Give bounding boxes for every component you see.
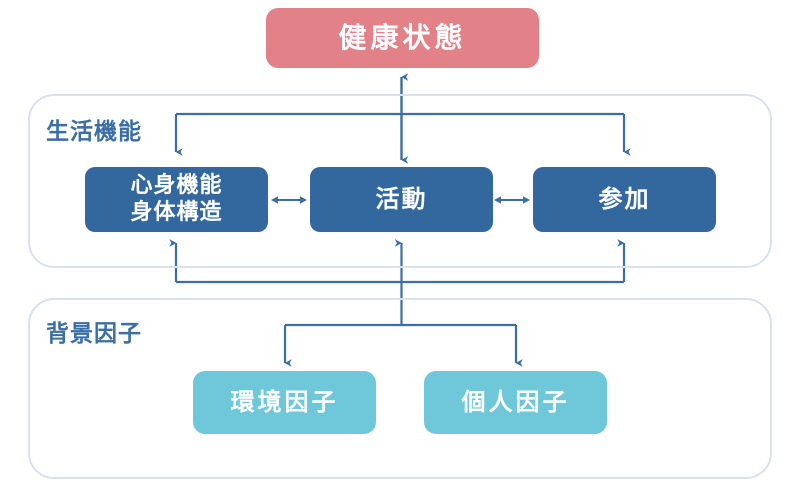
panel-label-contextual-factors: 背景因子 <box>46 321 142 347</box>
node-health-condition[interactable]: 健康状態 <box>266 8 539 68</box>
node-activity[interactable]: 活動 <box>310 167 493 232</box>
panel-label-life-functioning: 生活機能 <box>46 119 142 145</box>
node-personal-factors[interactable]: 個人因子 <box>424 371 607 434</box>
panel-life-functioning <box>28 94 772 268</box>
node-body-functions-structures[interactable]: 心身機能 身体構造 <box>85 167 268 232</box>
double-arrow-icon-activity-participation <box>494 196 530 204</box>
node-participation[interactable]: 参加 <box>533 167 716 232</box>
panel-contextual-factors <box>28 298 772 479</box>
double-arrow-icon-body-activity <box>271 196 307 204</box>
node-environmental-factors[interactable]: 環境因子 <box>193 371 376 434</box>
